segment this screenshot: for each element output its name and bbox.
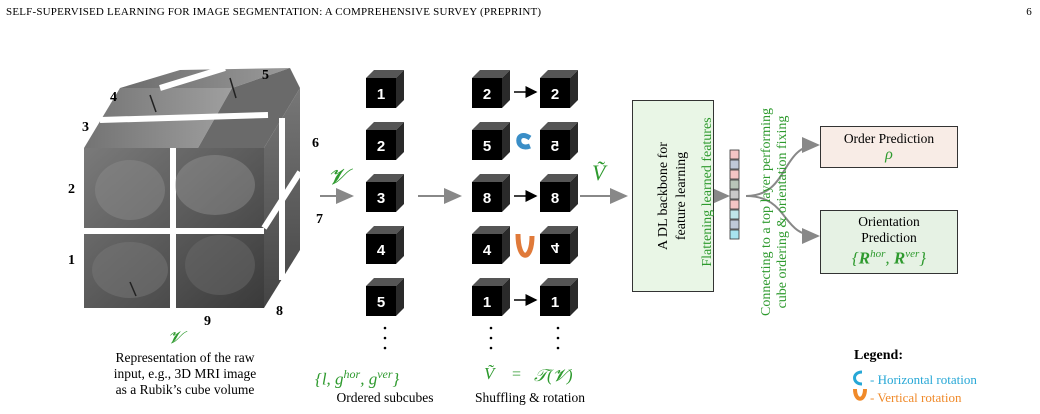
v-tilde-label: Ṽ	[592, 160, 606, 185]
ordered-cube-label: 5	[377, 294, 385, 311]
backbone-box: A DL backbone for feature learning	[632, 100, 714, 292]
face-number-9: 9	[204, 314, 211, 329]
face-number-2: 2	[68, 182, 75, 197]
continuation-dots	[383, 326, 560, 350]
feature-cell	[729, 199, 740, 210]
arrow-to-order-box	[745, 137, 820, 197]
mri-cube	[84, 65, 303, 308]
shuffled-math-eq: =	[512, 366, 522, 383]
shuffled-cube-label: 4	[483, 242, 492, 259]
feature-cell	[729, 179, 740, 190]
horizontal-rotation-arrow	[516, 133, 532, 150]
orientation-prediction-box: Orientation Prediction {Rhor, Rver}	[820, 210, 958, 274]
feature-cell	[729, 209, 740, 220]
orientation-line1: Orientation	[858, 214, 920, 229]
flatten-label: Flattening learned features	[700, 117, 715, 267]
order-prediction-box: Order Prediction ρ	[820, 126, 958, 168]
orientation-line2: Prediction	[861, 230, 917, 245]
face-number-7: 7	[316, 212, 323, 227]
feature-cell	[729, 149, 740, 160]
face-number-6: 6	[312, 136, 319, 151]
arrow-to-orientation-box	[745, 195, 820, 244]
vertical-rotation-arrow	[515, 233, 535, 258]
ordered-math: {l, ghor, gver}	[315, 367, 400, 389]
ordered-subcubes: 1 2 3 4 5	[366, 70, 404, 316]
cube-symbol: 𝓥	[168, 328, 183, 347]
shuffled-math-left: Ṽ	[484, 364, 495, 383]
rotated-cube-label: 2	[551, 86, 559, 103]
shuffled-cube-label: 1	[483, 294, 491, 311]
face-number-4: 4	[110, 90, 117, 105]
running-header: SELF-SUPERVISED LEARNING FOR IMAGE SEGME…	[6, 6, 542, 18]
order-prediction-symbol: ρ	[885, 146, 893, 163]
rotated-cube-label: 4	[551, 239, 560, 256]
face-number-8: 8	[276, 304, 283, 319]
page-number: 6	[1026, 6, 1032, 18]
backbone-line1: A DL backbone for	[656, 142, 671, 250]
shuffled-caption: Shuffling & rotation	[475, 390, 585, 405]
orientation-symbol: {Rhor, Rver}	[851, 248, 927, 268]
order-prediction-title: Order Prediction	[843, 131, 935, 146]
feature-cell	[729, 169, 740, 180]
ordered-caption: Ordered subcubes	[336, 390, 434, 405]
ordered-cube-label: 4	[377, 242, 386, 259]
horizontal-rotation-icon	[853, 370, 863, 386]
feature-cell	[729, 159, 740, 170]
backbone-line2: feature learning	[674, 151, 689, 241]
rotated-cube-label: 5	[551, 138, 559, 155]
rotated-cube-label: 1	[551, 294, 559, 311]
shuffled-subcubes: 2 2 5 5 8 8 4 4 1 1	[472, 70, 578, 316]
feature-cell	[729, 229, 740, 240]
feature-cell	[729, 189, 740, 200]
legend-title: Legend:	[854, 348, 903, 363]
vertical-rotation-icon	[853, 388, 867, 401]
v-label: 𝓥	[328, 164, 347, 189]
legend-vertical-text: - Vertical rotation	[870, 390, 962, 405]
feature-vector	[729, 149, 740, 240]
shuffled-cube-label: 2	[483, 86, 491, 103]
rotated-cube-label: 8	[551, 190, 559, 207]
face-number-5: 5	[262, 68, 269, 83]
shuffled-cube-label: 8	[483, 190, 491, 207]
shuffled-math-right: 𝒯(𝓥)	[534, 366, 573, 385]
feature-cell	[729, 219, 740, 230]
ordered-cube-label: 1	[377, 86, 385, 103]
face-number-3: 3	[82, 120, 89, 135]
cube-caption: Representation of the raw input, e.g., 3…	[113, 350, 257, 397]
face-number-1: 1	[68, 253, 75, 268]
shuffled-cube-label: 5	[483, 138, 491, 155]
ordered-cube-label: 2	[377, 138, 385, 155]
top-layer-label: Connecting to a top layer performing cub…	[759, 108, 790, 316]
ordered-cube-label: 3	[377, 190, 385, 207]
legend-horizontal-text: - Horizontal rotation	[870, 372, 977, 387]
